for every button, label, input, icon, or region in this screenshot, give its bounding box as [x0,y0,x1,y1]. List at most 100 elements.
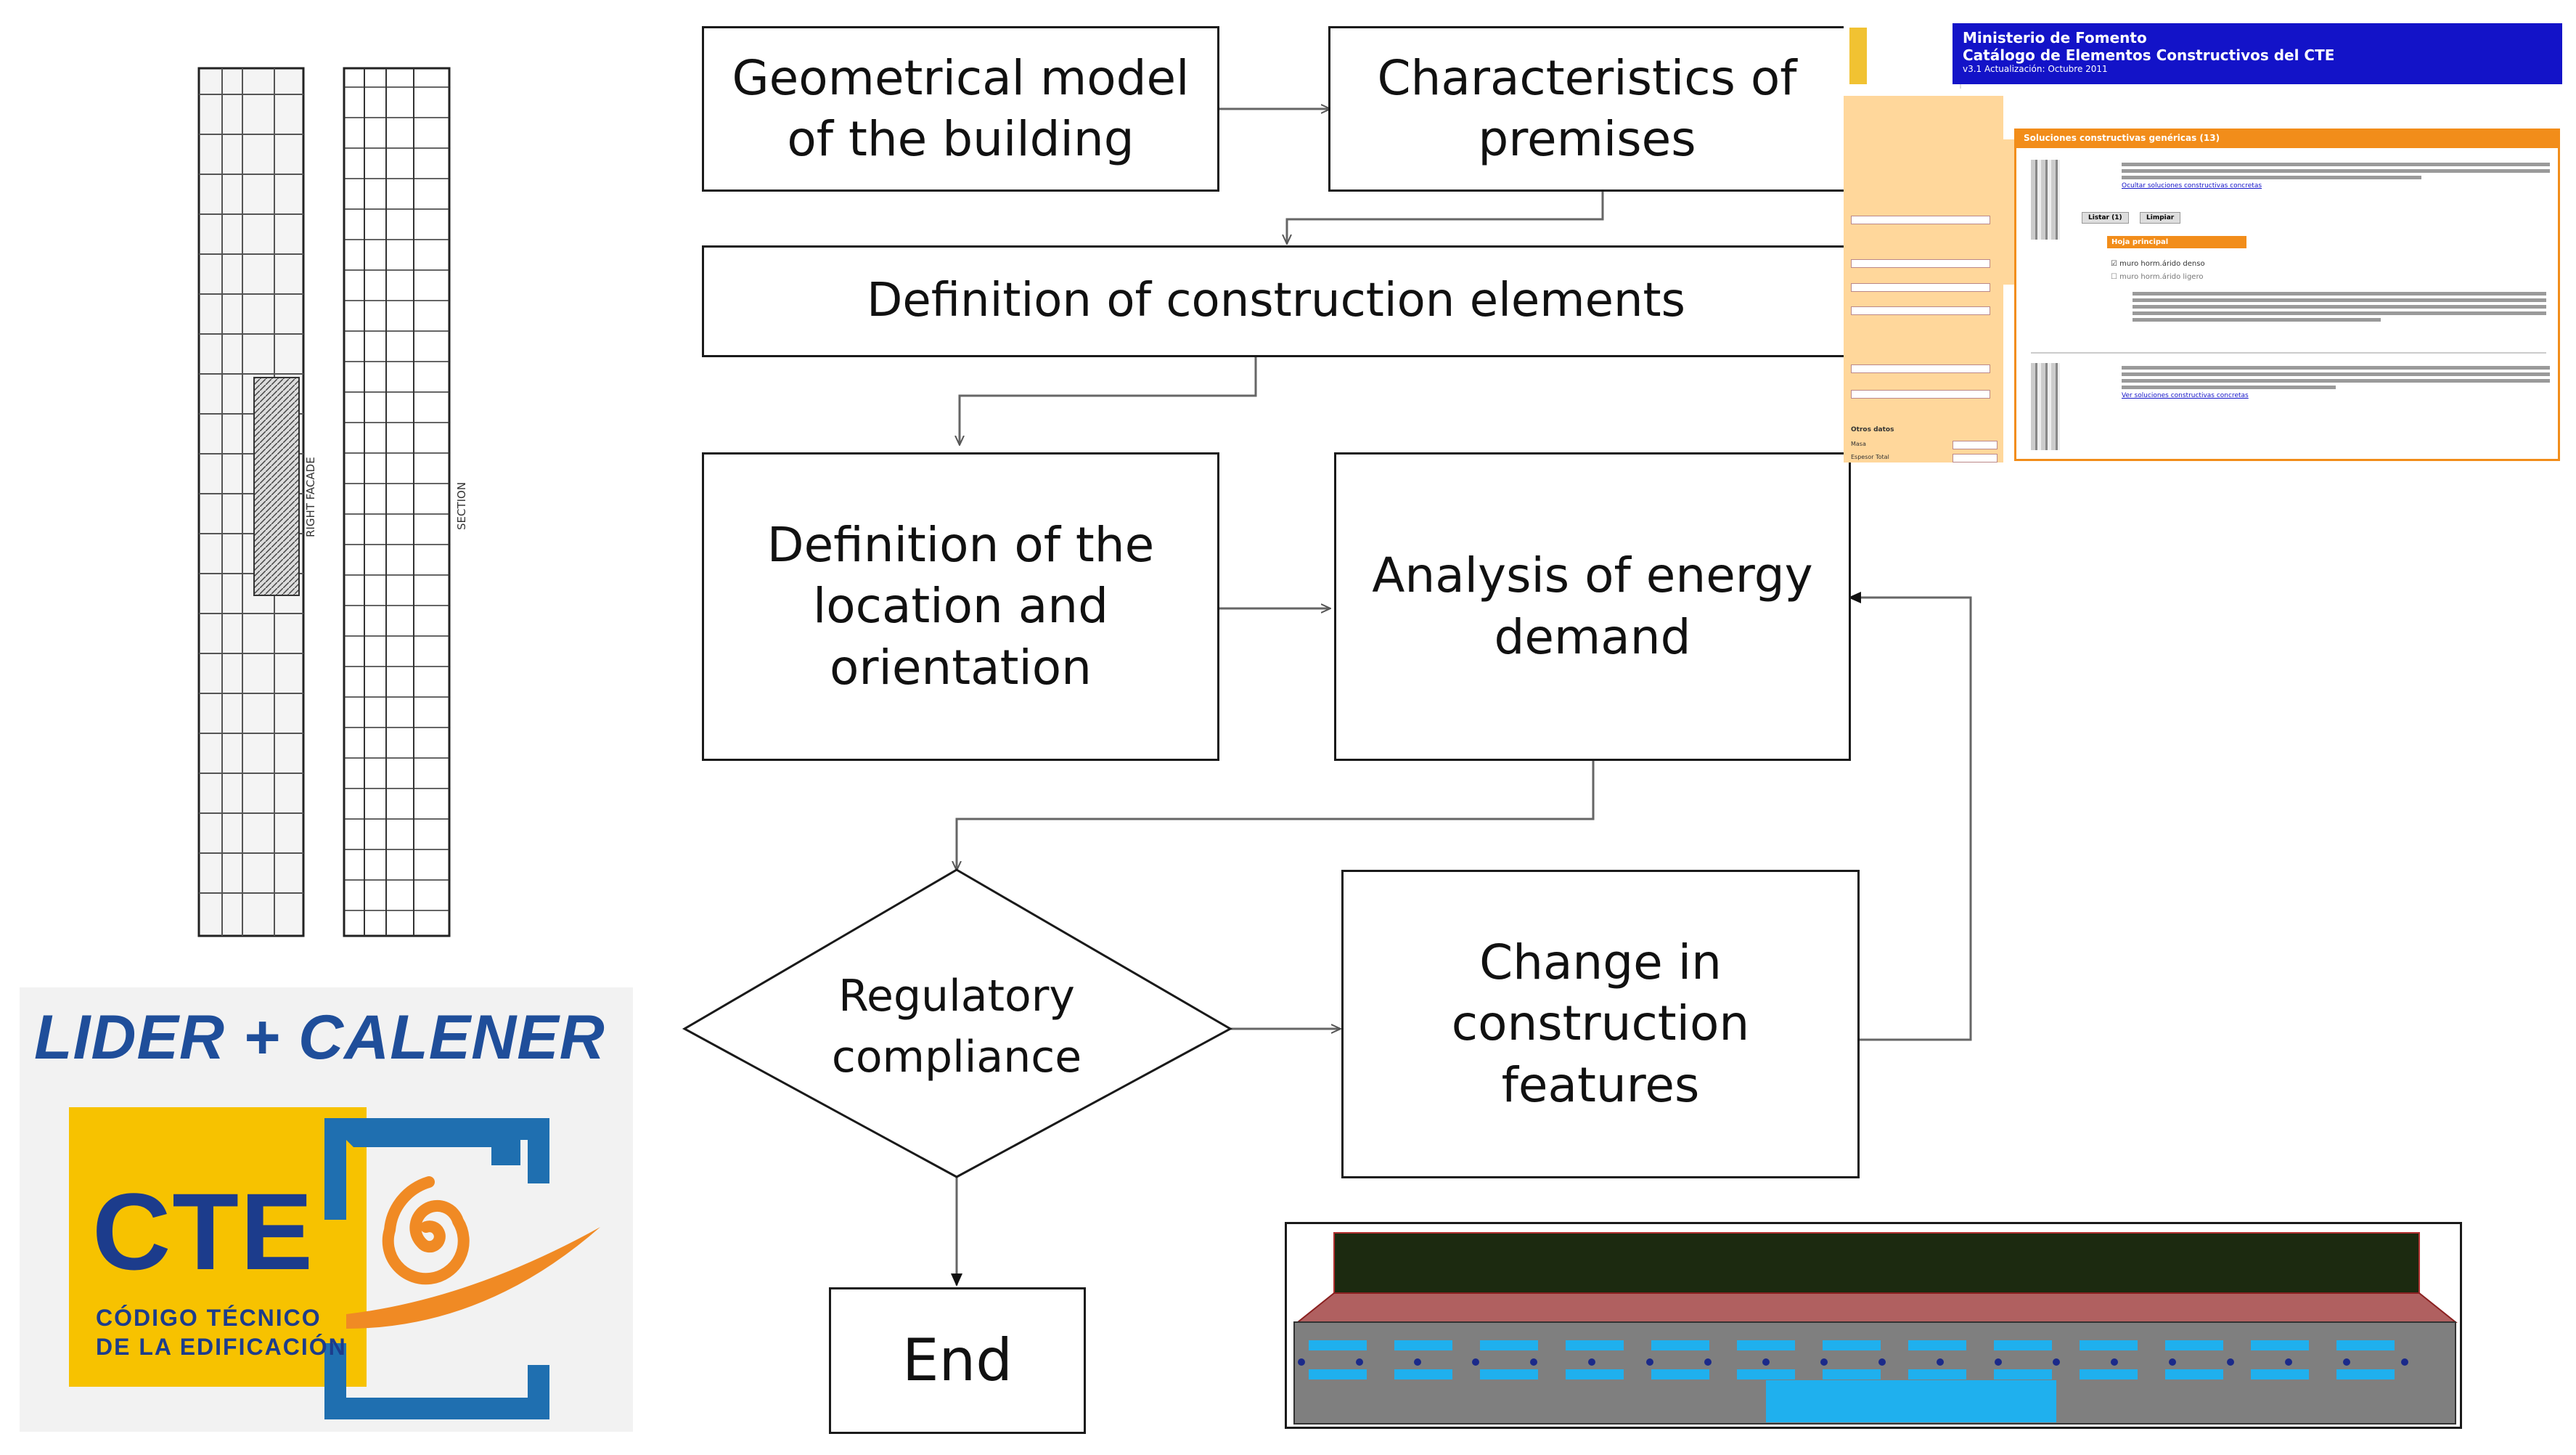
building-3d-model [1287,1224,2460,1427]
hide-concrete-solutions-link[interactable]: Ocultar soluciones constructivas concret… [2122,182,2262,189]
model-window [1566,1340,1624,1350]
principal-sheet-header: Hoja principal [2107,236,2246,248]
model-window [2336,1369,2395,1379]
model-node [1414,1358,1421,1366]
arrow-energy-to-regulatory [957,760,1595,870]
box-label-line: premises [1478,111,1696,167]
catalogue-version: v3.1 Actualización: Octubre 2011 [1963,64,2108,74]
model-window [1908,1369,1966,1379]
box-definition-construction-elements: Definition of construction elements [702,245,1850,357]
box-label-line: features [1501,1056,1700,1113]
solution-description-3: Ver soluciones constructivas concretas [2122,363,2550,399]
model-node [2401,1358,2408,1366]
model-node [2169,1358,2176,1366]
model-node [1530,1358,1537,1366]
model-window [1651,1369,1709,1379]
catalogue-title-bar: Ministerio de Fomento Catálogo de Elemen… [1953,23,2562,84]
building-drawings [197,67,451,937]
model-node [1878,1358,1886,1366]
model-node [1356,1358,1363,1366]
wall-section-thumbnail [2031,160,2060,240]
model-node [1472,1358,1479,1366]
thickness-input[interactable] [1953,454,1998,462]
option-light[interactable]: ☐ muro horm.árido ligero [2111,273,2204,281]
arrow-characteristics-to-elements [1287,190,1604,243]
box-label-line: location and [812,578,1108,635]
model-node [1646,1358,1653,1366]
cte-yellow-block [69,1107,367,1387]
model-window [2336,1340,2395,1350]
cte-logo-graphics [324,1118,600,1419]
model-window [1737,1369,1795,1379]
catalogue-filter-panel: Otros datos Masa Espesor Total [1844,96,2003,462]
model-large-window [1766,1380,2056,1422]
arrow-elements-to-location [960,357,1257,444]
model-window [2080,1340,2138,1350]
spiral-icon [382,1176,470,1285]
box-end: End [829,1287,1086,1434]
cte-subtitle: CÓDIGO TÉCNICO DE LA EDIFICACIÓN [96,1303,347,1361]
box-label-line: End [901,1326,1013,1394]
box-label-line: Geometrical model [732,49,1190,106]
wall-section-thumbnail-2 [2031,363,2060,450]
model-node [2053,1358,2060,1366]
model-node [1762,1358,1770,1366]
other-data-label: Otros datos [1851,426,1894,433]
model-window [2080,1369,2138,1379]
clear-button[interactable]: Limpiar [2140,212,2181,224]
box-label-line: of the building [787,111,1134,167]
model-window [2165,1369,2223,1379]
box-label-line: Change in [1479,934,1722,990]
list-button[interactable]: Listar (1) [2082,212,2129,224]
catalogue-title: Catálogo de Elementos Constructivos del … [1963,46,2335,64]
model-window [1480,1340,1538,1350]
lider-calener-cte-logo: LIDER + CALENER CTE CÓDIGO TÉCNICO DE LA… [20,987,633,1432]
model-window [2251,1340,2309,1350]
option-dense[interactable]: ☑ muro horm.árido denso [2111,260,2205,268]
model-node [1588,1358,1595,1366]
generic-solutions-panel: Soluciones constructivas genéricas (13) … [2014,129,2560,461]
model-node [1704,1358,1712,1366]
model-window [1480,1369,1538,1379]
box-label-line: demand [1494,608,1691,665]
model-window [2251,1369,2309,1379]
generic-solutions-header: Soluciones constructivas genéricas (13) [2016,131,2558,148]
option-dense-label: muro horm.árido denso [2119,260,2205,268]
model-node [2227,1358,2234,1366]
right-facade-drawing [197,67,305,937]
model-window [1394,1369,1452,1379]
lider-calener-title: LIDER + CALENER [34,1003,605,1072]
ministry-name: Ministerio de Fomento [1963,29,2147,46]
model-window [1394,1340,1452,1350]
option-light-label: muro horm.árido ligero [2119,273,2204,281]
model-window [1651,1340,1709,1350]
model-node [2111,1358,2118,1366]
thickness-label: Espesor Total [1851,454,1889,460]
cte-subtitle-line: DE LA EDIFICACIÓN [96,1334,347,1360]
model-node [2343,1358,2350,1366]
connector-lines [951,109,1972,1287]
cte-acronym: CTE [92,1170,314,1292]
box-label-line: orientation [829,639,1092,696]
model-roof-slope [1296,1292,2458,1323]
solution-description-1: Ocultar soluciones constructivas concret… [2122,160,2550,189]
regulatory-diamond [682,868,1233,1178]
building-energy-model-view [1285,1222,2462,1429]
arrow-change-back-to-energy [1848,592,1972,1041]
model-window [1823,1340,1881,1350]
model-roof-wall [1333,1232,2420,1294]
mass-input[interactable] [1953,441,1998,449]
model-window [1309,1340,1367,1350]
right-facade-label: RIGHT FACADE [304,457,317,537]
show-concrete-solutions-link[interactable]: Ver soluciones constructivas concretas [2122,392,2249,399]
model-window [1994,1369,2052,1379]
section-drawing [343,67,451,937]
section-label: SECTION [455,481,468,530]
